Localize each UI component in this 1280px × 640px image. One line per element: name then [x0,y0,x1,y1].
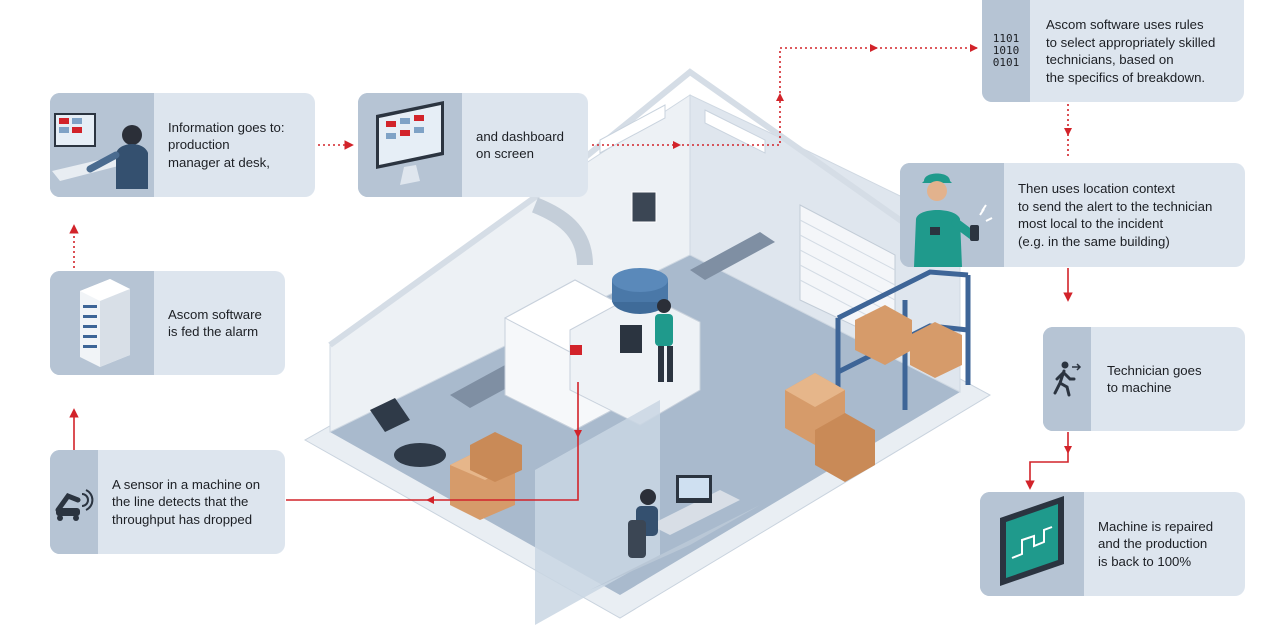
arrow-head [426,496,434,504]
step-text-fed: Ascom software is fed the alarm [168,306,262,340]
binary-line: 1101 [992,32,1020,45]
manager-desk-icon [50,93,154,197]
dashboard-monitor-icon [358,93,462,197]
arrow-head [776,93,784,101]
arrow-head [970,44,978,52]
step-text-location: Then uses location context to send the a… [1018,181,1213,249]
step-card-location: Then uses location context to send the a… [900,163,1245,267]
arrow-head [673,141,681,149]
step-card-repaired: Machine is repaired and the production i… [980,492,1245,596]
wall-tablet [631,191,657,223]
conveyor-belt [690,232,775,280]
arrow-machine-to-sensor [286,382,579,501]
office-desk [628,475,740,558]
cardboard-boxes [450,305,962,520]
step-text-sensor: A sensor in a machine on the line detect… [112,476,261,527]
step-text-dashboard: and dashboard on screen [476,128,564,162]
machine-red-label [570,345,582,355]
repaired-monitor-icon [980,492,1084,596]
robot-arm [370,398,410,432]
arrow-head [574,430,582,438]
window [704,109,766,154]
step-card-dashboard: and dashboard on screen [358,93,588,197]
arrow-head [870,44,878,52]
walking-person-icon [1043,327,1091,431]
robot-base [394,443,446,467]
step-card-sensor: A sensor in a machine on the line detect… [50,450,285,554]
machine-panel [620,325,642,353]
office-wall [535,400,660,625]
step-text-rules: Ascom software uses rules to select appr… [1046,17,1216,85]
technician-figure [655,299,673,382]
step-card-rules: 1101 1010 0101 Ascom software uses rules… [982,0,1244,102]
air-duct [531,197,593,266]
step-text-goes: Technician goes to machine [1107,362,1202,396]
step-text-information: Information goes to: production manager … [168,119,285,170]
binary-code-icon: 1101 1010 0101 [982,0,1030,102]
step-text-repaired: Machine is repaired and the production i… [1098,518,1214,569]
server-icon [50,271,154,375]
arrow-head [1064,128,1072,136]
technician-phone-icon [900,163,1004,267]
step-card-fed: Ascom software is fed the alarm [50,271,285,375]
arrow-dashboard-to-rules [592,47,978,146]
window [599,104,666,154]
binary-line: 1010 [992,44,1020,57]
step-card-goes: Technician goes to machine [1043,327,1245,431]
office-floor [590,505,760,590]
arrow-head [1064,446,1072,454]
step-card-information: Information goes to: production manager … [50,93,315,197]
binary-line: 0101 [992,56,1020,69]
arrow-goes-to-repaired [1025,432,1069,490]
sensor-robot-icon [50,450,98,554]
